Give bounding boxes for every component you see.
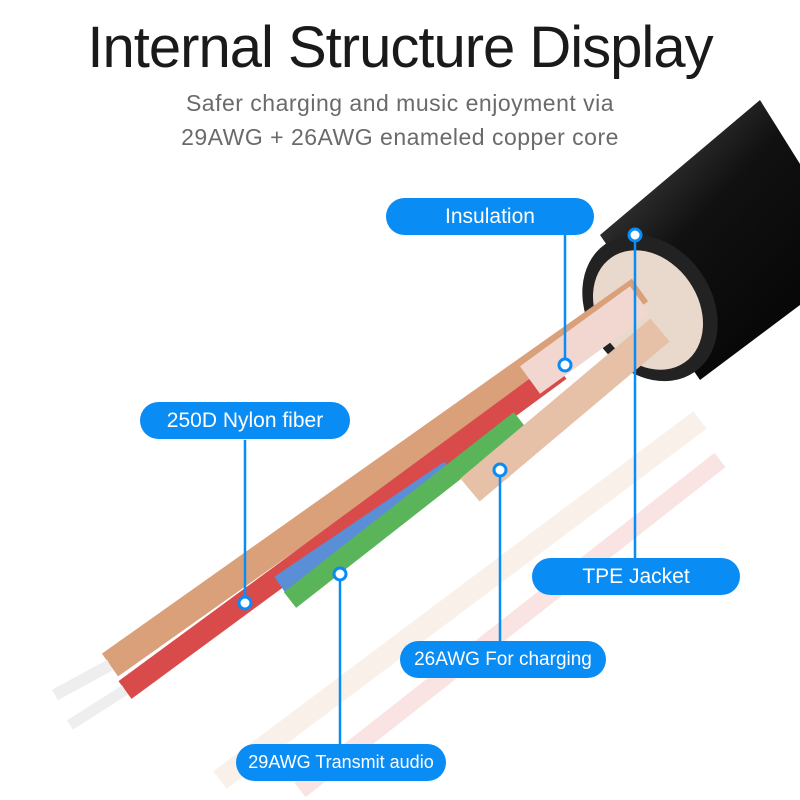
callout-pointers: [237, 227, 643, 744]
callout-26awg-charging: 26AWG For charging: [400, 641, 606, 678]
subtitle-line-2: 29AWG + 26AWG enameled copper core: [181, 124, 619, 150]
callout-nylon-fiber: 250D Nylon fiber: [140, 402, 350, 439]
callout-tpe-jacket: TPE Jacket: [532, 558, 740, 595]
callout-insulation: Insulation: [386, 198, 594, 235]
page-title: Internal Structure Display: [87, 15, 713, 80]
wires: [52, 278, 670, 730]
reflection: [213, 411, 726, 798]
subtitle-line-1: Safer charging and music enjoyment via: [185, 90, 615, 116]
insulation-layer: [520, 286, 650, 394]
green-wire: [283, 412, 527, 608]
tpe-jacket: [582, 100, 800, 382]
red-wire: [118, 361, 567, 699]
callout-29awg-audio: 29AWG Transmit audio: [236, 744, 446, 781]
